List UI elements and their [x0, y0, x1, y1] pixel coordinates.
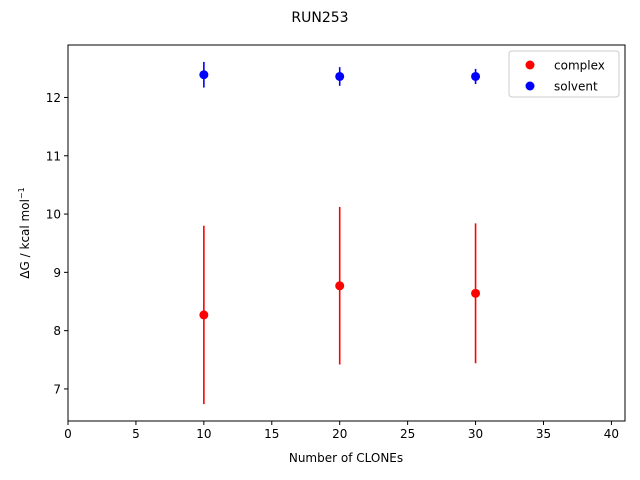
x-tick-label: 25 — [400, 427, 415, 441]
y-axis-label-superscript: −1 — [17, 187, 26, 199]
x-tick-label: 40 — [604, 427, 619, 441]
legend: complex solvent — [508, 50, 620, 98]
y-tick-label: 12 — [46, 91, 61, 105]
legend-label-solvent: solvent — [554, 80, 598, 94]
series-solvent — [199, 61, 481, 88]
y-tick-label: 10 — [46, 208, 61, 222]
solvent-point — [335, 71, 345, 81]
y-axis-label-main: ΔG / kcal mol — [18, 199, 32, 279]
y-tick-label: 8 — [53, 324, 61, 338]
x-tick-label: 5 — [132, 427, 140, 441]
y-tick-label: 11 — [46, 149, 61, 163]
x-axis-label: Number of CLONEs — [289, 451, 403, 465]
solvent-point — [199, 70, 209, 80]
series-layer — [199, 61, 481, 405]
x-tick-label: 30 — [468, 427, 483, 441]
y-axis-label: ΔG / kcal mol−1 — [17, 187, 32, 278]
solvent-point — [471, 71, 481, 81]
x-tick-label: 35 — [536, 427, 551, 441]
x-tick-label: 15 — [264, 427, 279, 441]
legend-marker-complex — [525, 60, 535, 70]
x-axis: 0 5 10 15 20 25 30 35 40 — [64, 421, 619, 441]
y-tick-label: 7 — [53, 382, 61, 396]
legend-marker-solvent — [525, 81, 535, 91]
x-tick-label: 10 — [196, 427, 211, 441]
complex-point — [335, 281, 345, 291]
plot-frame — [67, 44, 626, 422]
y-axis: 7 8 9 10 11 12 — [46, 91, 68, 396]
series-complex — [199, 207, 481, 405]
x-tick-label: 20 — [332, 427, 347, 441]
y-tick-label: 9 — [53, 266, 61, 280]
complex-point — [199, 310, 209, 320]
x-tick-label: 0 — [64, 427, 72, 441]
complex-point — [471, 288, 481, 298]
legend-label-complex: complex — [554, 59, 605, 73]
chart-title: RUN253 — [291, 10, 348, 26]
legend-box — [508, 50, 620, 98]
